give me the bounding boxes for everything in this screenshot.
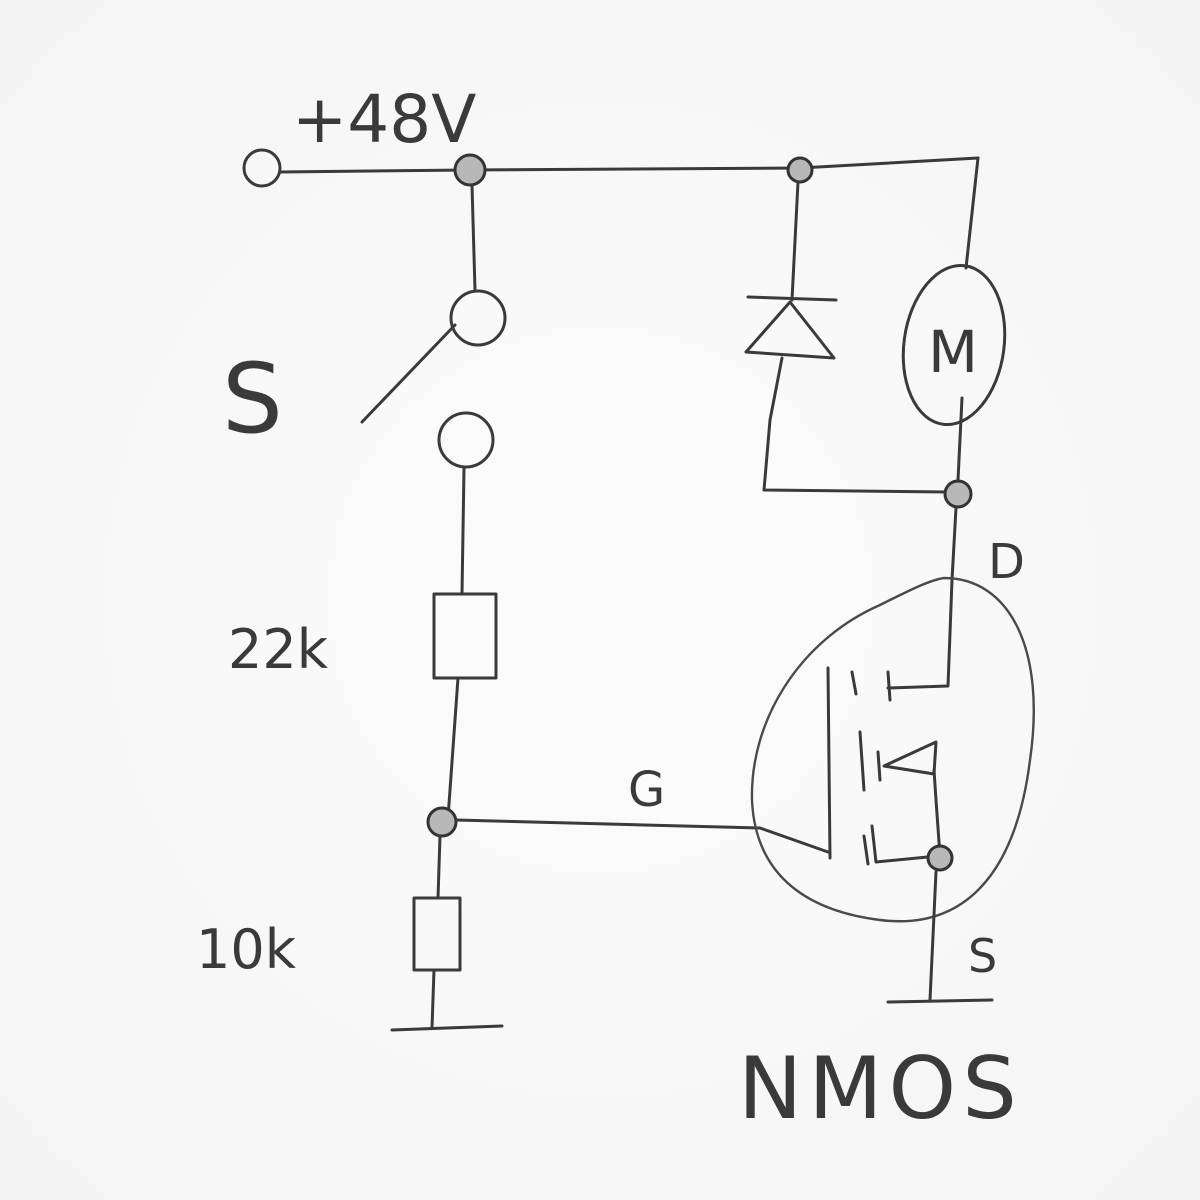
drain-junction <box>943 479 973 509</box>
mosfet-channel-middle <box>858 730 866 792</box>
ground-symbol-right <box>886 998 994 1004</box>
supply-rail-wire <box>278 156 980 174</box>
source-label: S <box>968 929 997 983</box>
gate-node-to-resistor-wire <box>436 834 442 900</box>
gate-label: G <box>628 762 665 818</box>
mosfet-drain-stub <box>886 670 892 702</box>
ground-symbol-left <box>390 1024 504 1032</box>
source-to-ground-wire <box>928 870 938 1002</box>
mosfet-source-lead <box>870 824 940 864</box>
drain-label: D <box>988 534 1025 590</box>
nmos-label: NMOS <box>738 1039 1023 1139</box>
diode-cathode-bar <box>746 295 838 302</box>
motor-lower-wire <box>956 396 964 482</box>
switch-to-resistor-wire <box>460 466 466 596</box>
mosfet-envelope <box>750 576 1035 923</box>
gate-divider-junction <box>426 806 458 838</box>
mosfet-body-arrow <box>882 740 938 776</box>
motor-circle <box>901 263 1007 427</box>
mosfet-body-stub <box>876 750 882 782</box>
mosfet-gate-plate <box>826 666 832 860</box>
switch-contact-top <box>449 289 507 347</box>
resistor-22k-label: 22k <box>228 618 329 681</box>
resistor-to-ground-wire <box>430 968 436 1030</box>
supply-label: +48V <box>292 81 476 158</box>
resistor-10k-label: 10k <box>196 918 297 981</box>
gate-wire <box>454 818 830 854</box>
supply-junction-left <box>453 153 487 187</box>
diode-lower-wire <box>762 356 950 494</box>
motor-label: M <box>928 318 978 386</box>
motor-upper-wire <box>964 156 980 270</box>
diode-upper-wire <box>790 180 800 302</box>
source-junction <box>926 844 954 872</box>
supply-junction-right <box>786 156 814 184</box>
switch-contact-bottom <box>437 411 495 469</box>
switch-label: S <box>222 343 283 455</box>
mosfet-channel-bottom <box>862 834 870 866</box>
resistor-10k <box>412 896 462 972</box>
diode-triangle <box>744 300 836 360</box>
resistor-22k <box>432 592 498 680</box>
mosfet-body-link <box>932 768 938 802</box>
switch-lever <box>360 323 457 424</box>
drain-wire <box>886 506 958 690</box>
mosfet-channel-top <box>850 670 858 696</box>
resistor-to-gate-node-wire <box>446 676 460 820</box>
switch-upper-wire <box>470 183 477 292</box>
supply-terminal <box>242 148 282 188</box>
